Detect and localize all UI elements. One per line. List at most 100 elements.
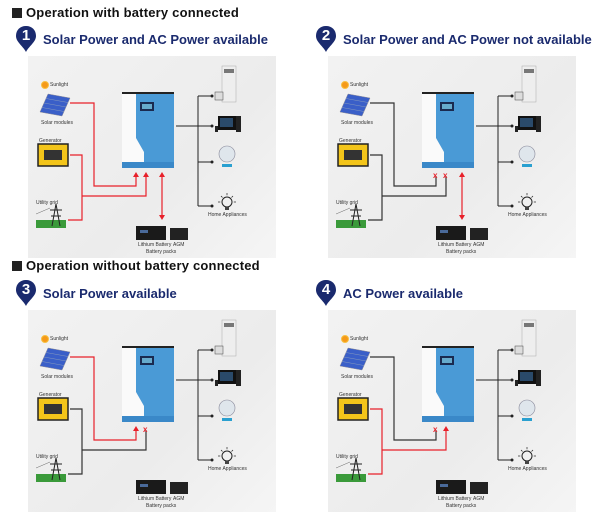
solar-modules-label: Solar modules [41, 120, 73, 126]
agm-label: AGM [473, 242, 485, 248]
number-pin-icon: 4 [315, 279, 337, 307]
battery-packs-label: Battery packs [446, 249, 477, 255]
agm-label: AGM [473, 496, 485, 502]
solar-panel-icon [339, 347, 371, 371]
ac-blocked-icon: x [443, 171, 448, 180]
battery-packs-label: Battery packs [446, 503, 477, 509]
utility-grid-icon [35, 203, 66, 228]
light-bulb-icon [518, 193, 536, 210]
sun-icon [41, 335, 49, 343]
section-title-text: Operation without battery connected [26, 258, 260, 273]
square-bullet-icon [12, 7, 22, 18]
sunlight-label: Sunlight [350, 336, 369, 342]
scenario-header: 4 AC Power available [315, 280, 463, 306]
scenario-number: 1 [21, 27, 31, 44]
scenario-4: 4 AC Power available x Sunlight Solar mo… [315, 280, 600, 525]
computer-icon [215, 116, 241, 132]
utility-grid-label: Utility grid [336, 454, 358, 460]
battery-arrow-down-icon [459, 215, 465, 220]
generator-label: Generator [39, 138, 62, 144]
solar-panel-icon [339, 93, 371, 117]
scenario-header: 3 Solar Power available [15, 280, 177, 306]
inverter-icon [422, 92, 474, 168]
air-conditioner-icon [214, 319, 237, 357]
utility-grid-label: Utility grid [336, 200, 358, 206]
home-appliances-label: Home Appliances [208, 466, 247, 472]
sunlight-label: Sunlight [50, 336, 69, 342]
solar-line [370, 356, 437, 441]
ac-line [382, 176, 447, 197]
utility-grid-label: Utility grid [36, 454, 58, 460]
ac-source-line [368, 154, 383, 221]
battery-pack-icon [436, 226, 488, 240]
fan-icon [518, 399, 536, 421]
home-appliances-label: Home Appliances [508, 212, 547, 218]
sunlight-label: Sunlight [350, 82, 369, 88]
battery-pack-icon [436, 480, 488, 494]
scenario-1: 1 Solar Power and AC Power available Sun… [15, 26, 305, 271]
generator-icon [37, 397, 69, 421]
inverter-icon [122, 346, 174, 422]
battery-packs-label: Battery packs [146, 503, 177, 509]
generator-label: Generator [39, 392, 62, 398]
air-conditioner-icon [514, 319, 537, 357]
light-bulb-icon [218, 447, 236, 464]
light-bulb-icon [218, 193, 236, 210]
lithium-battery-label: Lithium Battery [438, 496, 472, 502]
home-appliances-label: Home Appliances [208, 212, 247, 218]
solar-line [370, 102, 437, 187]
number-pin-icon: 2 [315, 25, 337, 53]
section-title-text: Operation with battery connected [26, 5, 239, 20]
solar-panel-icon [39, 93, 71, 117]
diagram-panel: x Sunlight Solar modules Generator Utili… [328, 310, 576, 512]
lithium-battery-label: Lithium Battery [138, 242, 172, 248]
ac-line [82, 176, 147, 197]
computer-icon [515, 116, 541, 132]
computer-icon [515, 370, 541, 386]
ac-arrow-icon [143, 172, 149, 177]
fan-icon [218, 399, 236, 421]
number-pin-icon: 3 [15, 279, 37, 307]
solar-line [70, 102, 137, 187]
agm-label: AGM [173, 242, 185, 248]
battery-pack-icon [136, 226, 188, 240]
sun-icon [341, 335, 349, 343]
solar-panel-icon [39, 347, 71, 371]
solar-modules-label: Solar modules [41, 374, 73, 380]
generator-icon [337, 143, 369, 167]
utility-grid-icon [335, 457, 366, 482]
air-conditioner-icon [214, 65, 237, 103]
ac-arrow-icon [443, 426, 449, 431]
scenario-number: 3 [21, 281, 31, 298]
sun-icon [41, 81, 49, 89]
diagram-panel: x Sunlight Solar modules Generator Utili… [28, 310, 276, 512]
scenario-title: Solar Power and AC Power available [43, 31, 268, 47]
lithium-battery-label: Lithium Battery [438, 242, 472, 248]
fan-icon [218, 145, 236, 167]
solar-modules-label: Solar modules [341, 374, 373, 380]
scenario-title: Solar Power and AC Power not available [343, 31, 592, 47]
lithium-battery-label: Lithium Battery [138, 496, 172, 502]
section-title-no-battery: Operation without battery connected [12, 258, 260, 273]
scenario-2: 2 Solar Power and AC Power not available… [315, 26, 600, 271]
battery-pack-icon [136, 480, 188, 494]
agm-label: AGM [173, 496, 185, 502]
scenario-header: 2 Solar Power and AC Power not available [315, 26, 592, 52]
solar-arrow-icon [133, 426, 139, 431]
battery-packs-label: Battery packs [146, 249, 177, 255]
fan-icon [518, 145, 536, 167]
scenario-title: Solar Power available [43, 285, 177, 301]
solar-line [70, 356, 137, 441]
sun-icon [341, 81, 349, 89]
scenario-title: AC Power available [343, 285, 463, 301]
solar-arrow-icon [133, 172, 139, 177]
generator-icon [37, 143, 69, 167]
solar-modules-label: Solar modules [341, 120, 373, 126]
solar-blocked-icon: x [433, 171, 438, 180]
scenario-number: 4 [321, 281, 331, 298]
home-appliances-label: Home Appliances [508, 466, 547, 472]
utility-grid-icon [35, 457, 66, 482]
square-bullet-icon [12, 260, 22, 271]
utility-grid-label: Utility grid [36, 200, 58, 206]
ac-source-line [368, 408, 383, 475]
